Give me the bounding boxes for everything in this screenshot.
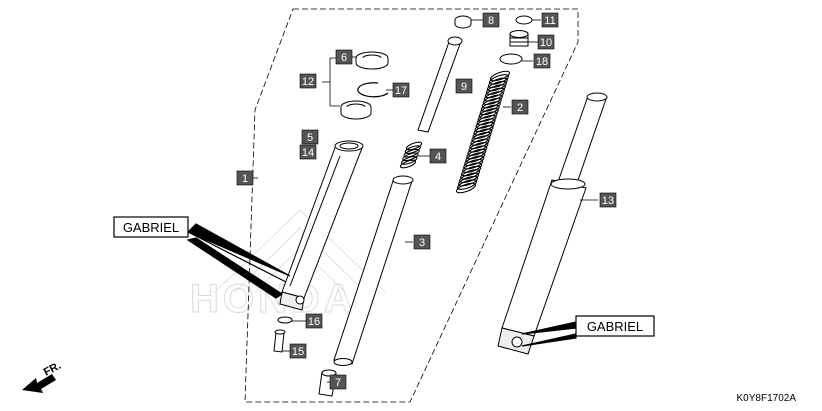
part-tag-5: 5 — [301, 129, 319, 145]
assembly-boundary — [244, 8, 579, 403]
clip-ring-11 — [515, 15, 533, 25]
part-tag-label: 7 — [335, 377, 341, 389]
brand-label-right: GABRIEL — [587, 319, 643, 334]
fork-assembly-right — [497, 92, 608, 355]
part-tag-16: 16 — [305, 313, 323, 329]
part-tag-label: 5 — [307, 132, 313, 144]
part-tag-label: 14 — [302, 147, 314, 159]
honda-watermark: HONDA — [190, 209, 386, 322]
circlip-17 — [357, 82, 389, 98]
part-tag-label: 18 — [536, 56, 548, 68]
fork-spring — [455, 70, 511, 194]
part-tag-label: 8 — [488, 15, 494, 27]
part-tag-label: 12 — [302, 76, 314, 88]
part-tag-8: 8 — [482, 12, 500, 28]
part-tag-10: 10 — [537, 34, 555, 50]
bracket-12 — [322, 57, 340, 107]
part-tag-3: 3 — [413, 234, 431, 250]
part-tag-label: 6 — [341, 52, 347, 64]
oil-seal-6 — [355, 51, 389, 70]
part-tag-label: 11 — [544, 15, 555, 27]
part-tag-label: 10 — [540, 37, 552, 49]
part-tag-15: 15 — [289, 343, 307, 359]
bolt-15 — [273, 329, 286, 353]
brand-callout-left: GABRIEL — [113, 216, 291, 299]
brand-callout-right: GABRIEL — [521, 315, 655, 347]
part-tag-label: 9 — [461, 81, 467, 93]
inner-tube-left — [333, 175, 414, 366]
part-tag-label: 4 — [435, 151, 441, 163]
part-tag-13: 13 — [599, 192, 617, 208]
part-tag-label: 15 — [292, 346, 304, 358]
part-tag-label: 16 — [308, 316, 320, 328]
part-tag-7: 7 — [329, 374, 347, 390]
rebound-spring — [399, 141, 423, 169]
cap-part-8 — [454, 15, 472, 29]
drawing-code: K0Y8F1702A — [737, 393, 797, 404]
outer-tube-left — [279, 140, 364, 311]
part-tag-label: 3 — [419, 237, 425, 249]
part-tag-label: 13 — [602, 195, 614, 207]
part-tag-11: 11 — [541, 12, 559, 28]
front-label: FR. — [42, 360, 63, 379]
part-tag-14: 14 — [299, 144, 317, 160]
watermark-text: HONDA — [190, 277, 357, 321]
part-tag-12: 12 — [299, 73, 317, 89]
bolt-10 — [509, 30, 529, 47]
part-tag-17: 17 — [392, 82, 410, 98]
part-tag-2: 2 — [511, 99, 529, 115]
part-tag-label: 17 — [395, 85, 407, 97]
part-tag-label: 1 — [242, 173, 248, 185]
part-tag-4: 4 — [429, 148, 447, 164]
seal-lower-12 — [340, 100, 372, 120]
part-tag-1: 1 — [236, 170, 254, 186]
part-tag-label: 2 — [517, 102, 523, 114]
damper-rod — [417, 36, 463, 133]
part-tag-18: 18 — [533, 53, 551, 69]
front-arrow: FR. — [22, 360, 63, 393]
o-ring-18 — [499, 53, 523, 65]
brand-label-left: GABRIEL — [123, 220, 179, 235]
part-tag-9: 9 — [455, 78, 473, 94]
washer-16 — [277, 316, 293, 324]
part-tag-6: 6 — [335, 49, 353, 65]
